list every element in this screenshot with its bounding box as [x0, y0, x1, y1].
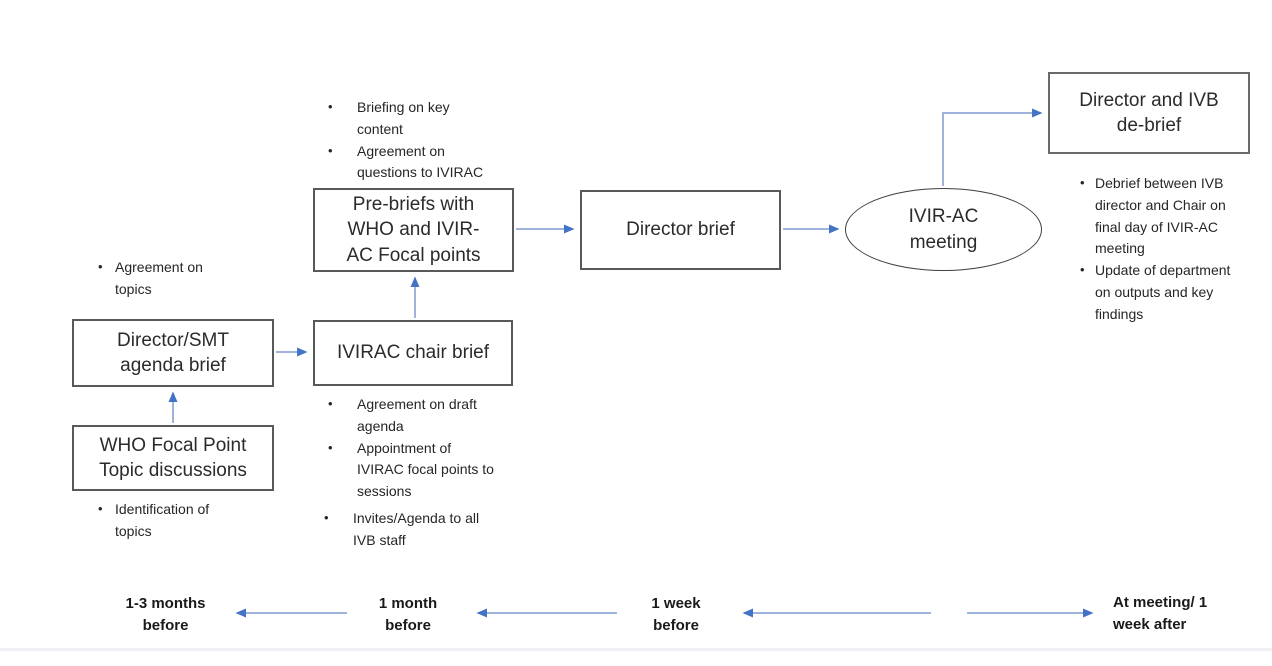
box-who-focal-point: WHO Focal Point Topic discussions [72, 425, 274, 491]
ellipse-label: IVIR-AC meeting [908, 206, 979, 253]
notes-identification-of-topics: Identification of topics [88, 499, 220, 543]
note-item: Invites/Agenda to all IVB staff [314, 508, 482, 552]
ellipse-ivir-ac-meeting: IVIR-AC meeting [845, 188, 1042, 271]
arrow-meeting-to-debrief [942, 108, 1043, 186]
notes-agreement-on-topics: Agreement on topics [88, 257, 210, 301]
box-label: WHO Focal Point Topic discussions [99, 434, 247, 481]
timeline-label-1-3-months-before: 1-3 months before [125, 595, 206, 634]
note-item: Agreement on topics [88, 257, 210, 301]
notes-pre-briefs: Briefing on key content Agreement on que… [318, 97, 493, 184]
bottom-divider [0, 648, 1272, 651]
box-director-brief: Director brief [580, 190, 781, 270]
note-item: Update of department on outputs and key … [1070, 260, 1233, 325]
box-director-ivb-debrief: Director and IVB de-brief [1048, 72, 1250, 154]
notes-ivirac-chair-secondary: Invites/Agenda to all IVB staff [314, 508, 482, 552]
timeline-label-1-week-before: 1 week before [651, 595, 701, 634]
notes-debrief: Debrief between IVB director and Chair o… [1070, 173, 1233, 326]
note-item: Identification of topics [88, 499, 220, 543]
note-item: Agreement on draft agenda [318, 394, 498, 438]
notes-ivirac-chair-primary: Agreement on draft agenda Appointment of… [318, 394, 498, 503]
box-label: IVIRAC chair brief [336, 342, 490, 364]
box-director-smt-agenda-brief: Director/SMT agenda brief [72, 319, 274, 387]
box-label: Director/SMT agenda brief [117, 329, 229, 376]
note-item: Appointment of IVIRAC focal points to se… [318, 438, 498, 503]
box-ivirac-chair-brief: IVIRAC chair brief [313, 320, 513, 386]
note-item: Agreement on questions to IVIRAC [318, 141, 493, 185]
timeline-label-at-meeting-1-week-after: At meeting/ 1 week after [1113, 594, 1208, 633]
box-label: Pre-briefs with WHO and IVIR-AC Focal po… [346, 194, 481, 266]
note-item: Debrief between IVB director and Chair o… [1070, 173, 1233, 260]
timeline-label-1-month-before: 1 month before [378, 595, 438, 634]
box-pre-briefs: Pre-briefs with WHO and IVIR-AC Focal po… [313, 188, 514, 272]
note-item: Briefing on key content [318, 97, 493, 141]
box-label: Director and IVB de-brief [1079, 89, 1219, 136]
box-label: Director brief [626, 219, 735, 241]
